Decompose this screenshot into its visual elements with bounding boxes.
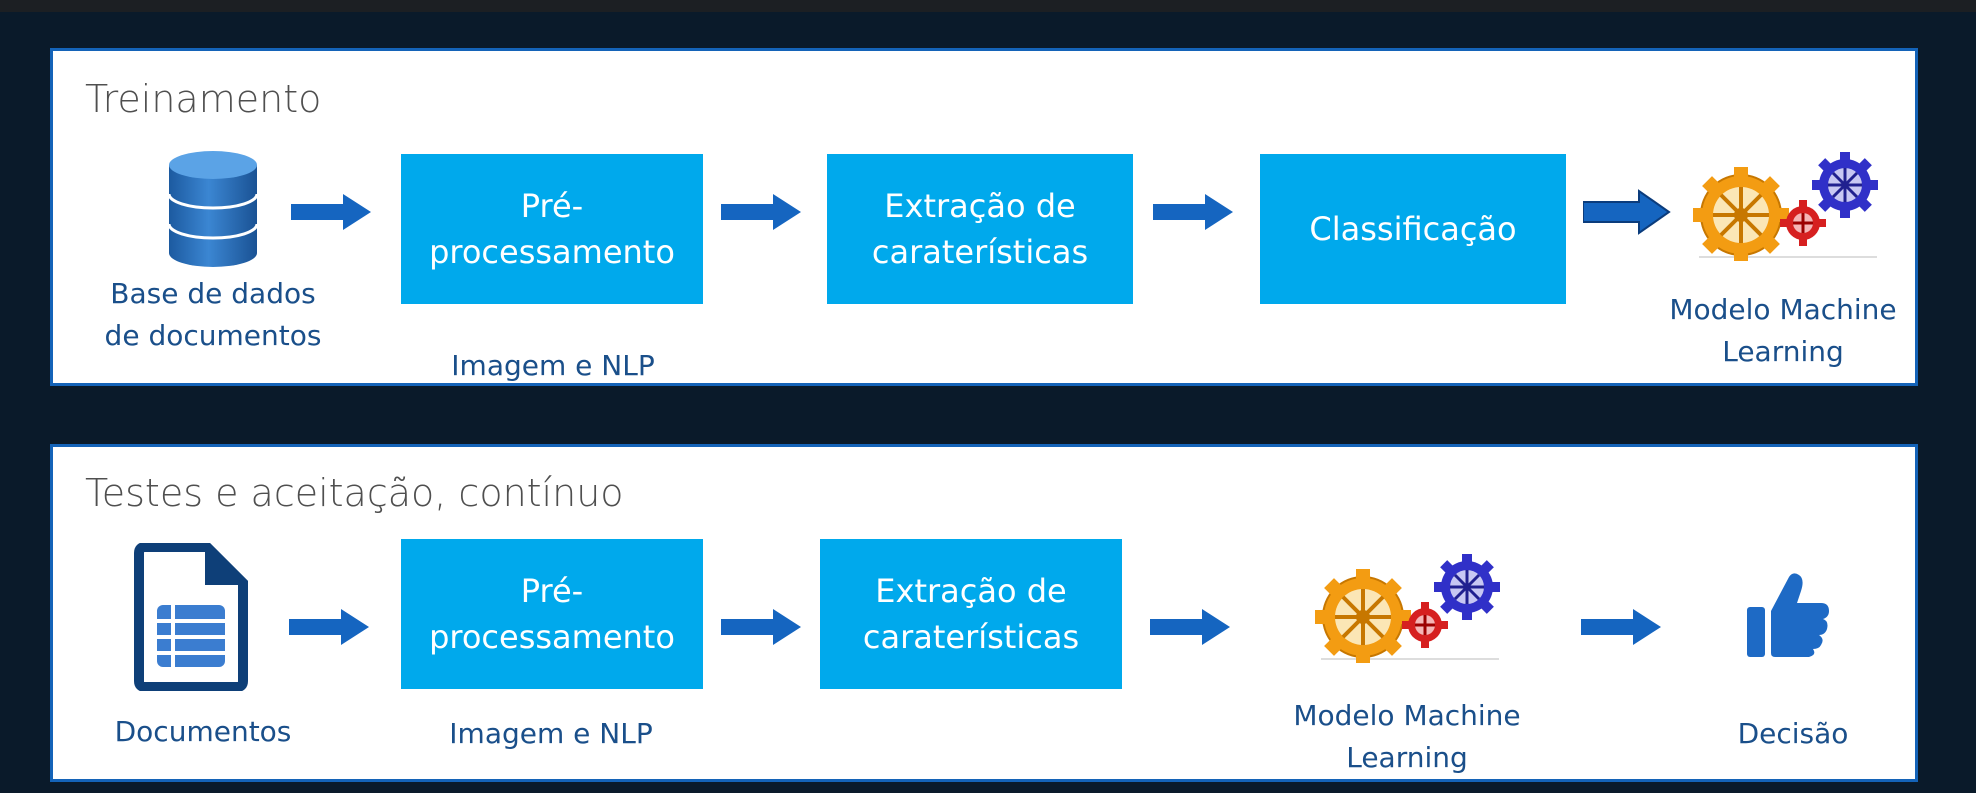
- database-icon: [167, 151, 259, 267]
- training-title: Treinamento: [85, 77, 322, 121]
- decision-label: Decisão: [1737, 717, 1849, 750]
- database-label: Base de dados de documentos: [104, 277, 322, 352]
- preprocessing-box: Pré- processamento: [401, 539, 703, 689]
- gears-icon: [1693, 152, 1878, 261]
- preprocessing-caption: Imagem e NLP: [451, 349, 655, 382]
- top-bar: [0, 0, 1976, 12]
- training-panel: Treinamento Base de dados de documentos …: [50, 48, 1918, 386]
- right-arrow-icon: [291, 194, 371, 230]
- right-arrow-icon: [721, 194, 801, 230]
- testing-panel: Testes e aceitação, contínuo Documentos …: [50, 444, 1918, 782]
- right-arrow-icon: [1583, 189, 1671, 235]
- model-label: Modelo Machine Learning: [1669, 293, 1897, 368]
- right-arrow-icon: [1150, 609, 1230, 645]
- model-label: Modelo Machine Learning: [1293, 699, 1521, 774]
- gears-icon: [1315, 554, 1500, 663]
- right-arrow-icon: [1153, 194, 1233, 230]
- right-arrow-icon: [1581, 609, 1661, 645]
- preprocessing-box: Pré- processamento: [401, 154, 703, 304]
- right-arrow-icon: [289, 609, 369, 645]
- testing-title: Testes e aceitação, contínuo: [85, 471, 624, 515]
- preprocessing-caption: Imagem e NLP: [449, 717, 653, 750]
- documents-label: Documentos: [114, 715, 292, 748]
- thumbs-up-icon: [1747, 573, 1829, 657]
- classification-box: Classificação: [1260, 154, 1566, 304]
- feature-extraction-box: Extração de caraterísticas: [820, 539, 1122, 689]
- document-icon: [134, 543, 248, 691]
- right-arrow-icon: [721, 609, 801, 645]
- feature-extraction-box: Extração de caraterísticas: [827, 154, 1133, 304]
